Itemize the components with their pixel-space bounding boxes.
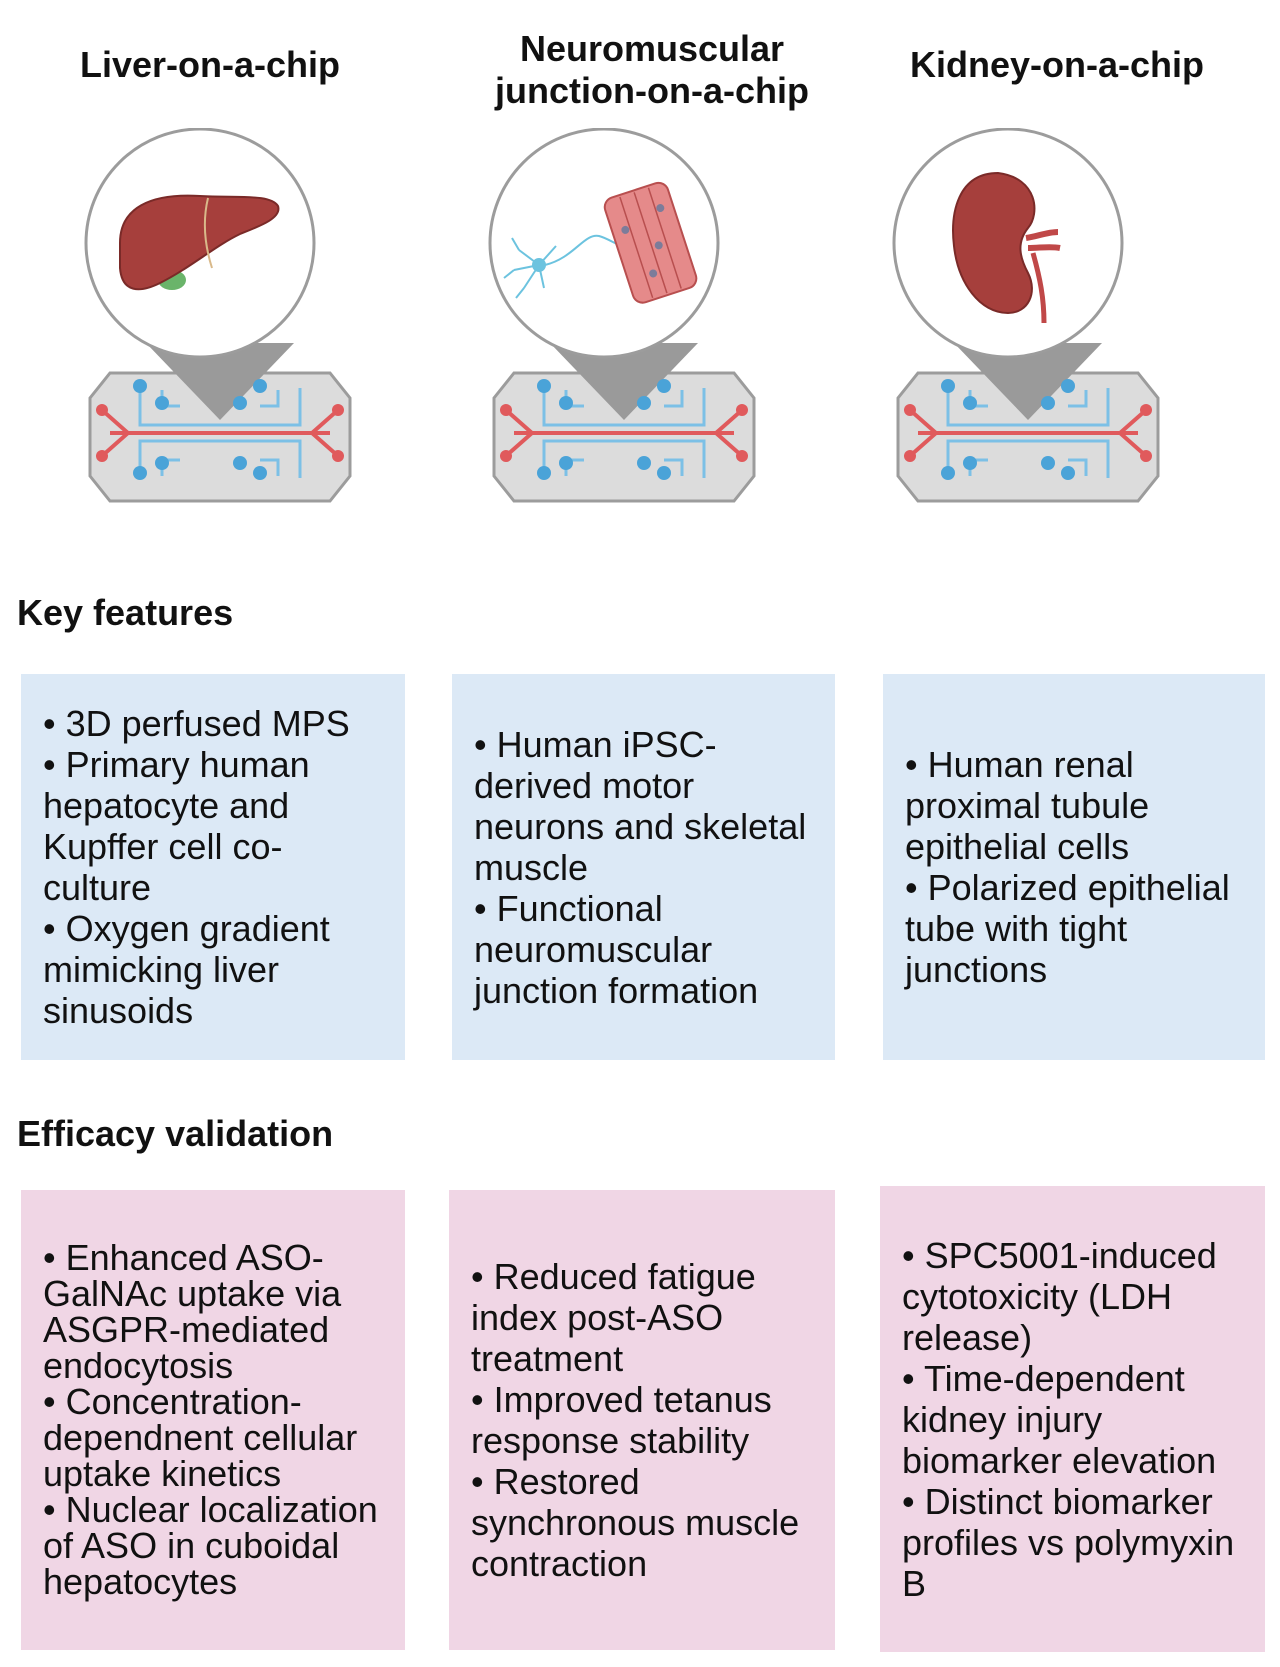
list-item: • Reduced fatigue index post-ASO treatme… <box>471 1256 756 1379</box>
efficacy-box-kidney: • SPC5001-induced cytotoxicity (LDH rele… <box>880 1186 1265 1652</box>
list-item: • Improved tetanus response stability <box>471 1379 772 1461</box>
column-title-line: Neuromuscular <box>519 28 785 69</box>
list-item: • Functional neuromuscular junction form… <box>474 887 759 1011</box>
column-title-nmj: Neuromuscular junction-on-a-chip <box>442 28 862 112</box>
kidney-icon <box>952 171 1061 324</box>
column-title-line: Liver-on-a-chip <box>79 44 340 85</box>
column-title-line: Kidney-on-a-chip <box>910 44 1204 85</box>
chip-icon <box>88 343 352 503</box>
muscle-icon <box>603 181 698 304</box>
list-item: • Concentration-dependnent cellular upta… <box>43 1381 358 1494</box>
list-item: • Enhanced ASO-GalNAc uptake via ASGPR-m… <box>43 1237 342 1386</box>
key-features-heading: Key features <box>17 592 234 633</box>
features-box-kidney: • Human renal proximal tubule epithelial… <box>883 674 1265 1060</box>
kidney-chip-illustration <box>892 128 1160 503</box>
liver-chip-illustration <box>84 128 352 503</box>
list-item: • Distinct biomarker profiles vs polymyx… <box>902 1480 1235 1604</box>
list-item: • SPC5001-induced cytotoxicity (LDH rele… <box>902 1234 1217 1358</box>
efficacy-box-nmj: • Reduced fatigue index post-ASO treatme… <box>449 1190 835 1650</box>
list-item: • Nuclear localization of ASO in cuboida… <box>43 1489 378 1602</box>
column-title-liver: Liver-on-a-chip <box>0 44 420 86</box>
features-box-nmj: • Human iPSC-derived motor neurons and s… <box>452 674 835 1060</box>
list-item: • Human iPSC-derived motor neurons and s… <box>474 723 807 888</box>
efficacy-validation-heading: Efficacy validation <box>17 1113 334 1154</box>
column-title-kidney: Kidney-on-a-chip <box>847 44 1267 86</box>
list-item: • Oxygen gradient mimicking liver sinuso… <box>43 908 330 1031</box>
chip-icon <box>492 343 756 503</box>
column-title-line: junction-on-a-chip <box>495 70 809 111</box>
liver-icon <box>119 194 280 291</box>
list-item: • 3D perfused MPS <box>43 703 350 744</box>
features-box-liver: • 3D perfused MPS • Primary human hepato… <box>21 674 405 1060</box>
list-item: • Time-dependent kidney injury biomarker… <box>902 1357 1217 1481</box>
list-item: • Polarized epithelial tube with tight j… <box>905 867 1230 990</box>
list-item: • Primary human hepatocyte and Kupffer c… <box>43 744 310 908</box>
nmj-chip-illustration <box>488 128 756 503</box>
list-item: • Human renal proximal tubule epithelial… <box>905 744 1150 867</box>
efficacy-box-liver: • Enhanced ASO-GalNAc uptake via ASGPR-m… <box>21 1190 405 1650</box>
list-item: • Restored synchronous muscle contractio… <box>471 1461 800 1584</box>
chip-icon <box>896 343 1160 503</box>
